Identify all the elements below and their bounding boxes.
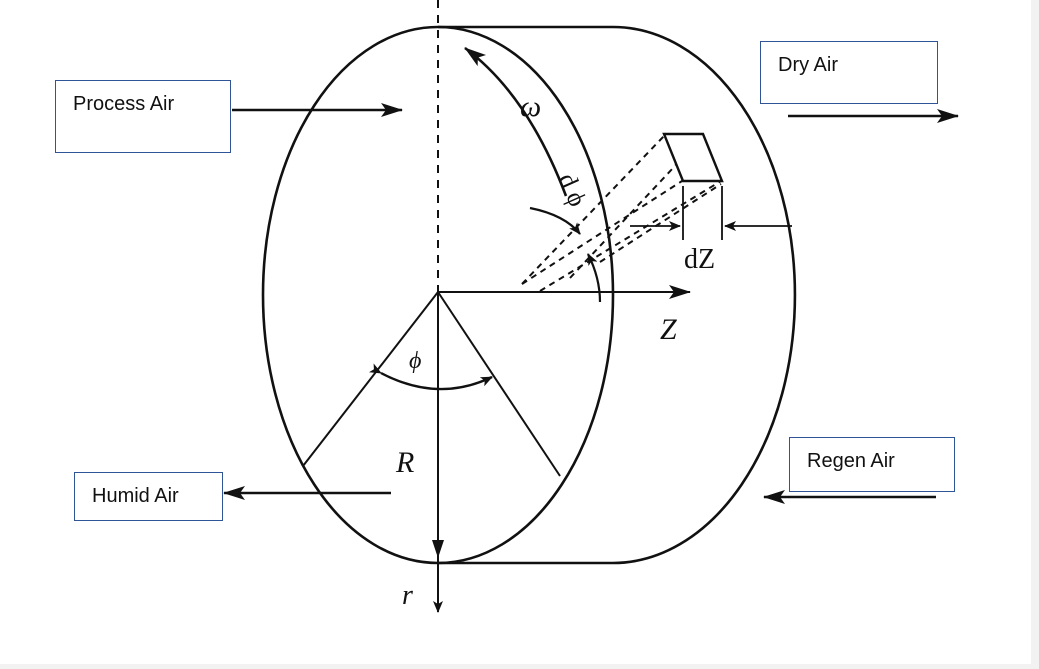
element-dash-1 <box>521 135 665 285</box>
z-symbol: Z <box>660 313 677 346</box>
small-r-symbol: r <box>402 580 413 611</box>
omega-symbol: ω <box>520 90 541 123</box>
d-phi-arrow-lower <box>587 253 602 303</box>
sector-line-right <box>437 291 561 477</box>
radius-r-arrowhead <box>432 540 444 558</box>
dry-air-label: Dry Air <box>760 41 938 104</box>
bottom-edge-strip <box>0 664 1039 669</box>
element-dash-2 <box>521 180 683 285</box>
regen-air-label: Regen Air <box>789 437 955 492</box>
sector-line-left <box>302 291 439 467</box>
control-volume-element <box>662 132 724 183</box>
phi-symbol: ϕ <box>409 348 421 374</box>
right-edge-strip <box>1031 0 1039 669</box>
element-dash-3 <box>539 180 722 292</box>
humid-air-label: Humid Air <box>74 472 223 521</box>
omega-rotation-arrow <box>464 46 568 197</box>
big-r-symbol: R <box>395 446 414 479</box>
element-dash-5 <box>599 183 722 263</box>
wheel-back-rim <box>612 25 797 565</box>
phi-angle-arc <box>368 363 493 391</box>
dz-symbol: dZ <box>684 244 715 275</box>
process-air-label: Process Air <box>55 80 231 153</box>
d-phi-arrow-upper <box>529 206 581 235</box>
